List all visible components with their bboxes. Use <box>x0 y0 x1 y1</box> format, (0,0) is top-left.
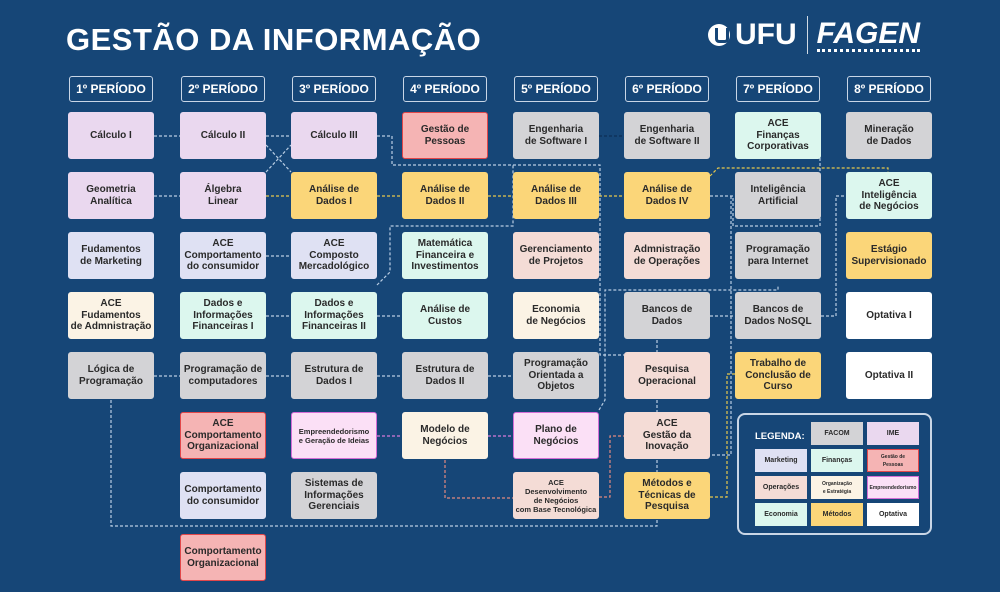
course-box: Admnistração de Operações <box>624 232 710 279</box>
course-box: Optativa I <box>846 292 932 339</box>
course-box: Estrutura de Dados I <box>291 352 377 399</box>
course-box: Programação de computadores <box>180 352 266 399</box>
course-box: Gerenciamento de Projetos <box>513 232 599 279</box>
legend-item-marketing: Marketing <box>755 449 807 472</box>
course-box: Inteligência Artificial <box>735 172 821 219</box>
course-box: ACE Comportamento Organizacional <box>180 412 266 459</box>
course-box: Plano de Negócios <box>513 412 599 459</box>
course-box: Cálculo II <box>180 112 266 159</box>
logo-divider <box>806 16 808 54</box>
course-box: Dados e Informações Financeiras II <box>291 292 377 339</box>
legend-item-organizacao: Organização e Estratégia <box>811 476 863 499</box>
link-negocios <box>444 435 624 499</box>
course-box: Análise de Dados IV <box>624 172 710 219</box>
legend-item-operacoes: Operações <box>755 476 807 499</box>
course-box: Engenharia de Software II <box>624 112 710 159</box>
period-header-4: 4º PERÍODO <box>403 76 487 102</box>
course-box: Análise de Dados I <box>291 172 377 219</box>
course-box: Optativa II <box>846 352 932 399</box>
course-box: Comportamento do consumidor <box>180 472 266 519</box>
course-box: Cálculo I <box>68 112 154 159</box>
course-box: Geometria Analítica <box>68 172 154 219</box>
course-box: Estrutura de Dados II <box>402 352 488 399</box>
period-header-8: 8º PERÍODO <box>847 76 931 102</box>
legend-item-optativa: Optativa <box>867 503 919 526</box>
link-internet <box>598 285 779 411</box>
course-box: Programação para Internet <box>735 232 821 279</box>
legend-item-empreendedorismo: Empreendedorismo <box>867 476 919 499</box>
link-analise <box>266 167 889 197</box>
course-box: Bancos de Dados NoSQL <box>735 292 821 339</box>
course-box: Lógica de Programação <box>68 352 154 399</box>
link-cross <box>265 144 292 173</box>
course-box: Sistemas de Informações Gerenciais <box>291 472 377 519</box>
period-header-5: 5º PERÍODO <box>514 76 598 102</box>
page-title: GESTÃO DA INFORMAÇÃO <box>66 22 482 57</box>
course-box: Pesquisa Operacional <box>624 352 710 399</box>
course-box: Programação Orientada a Objetos <box>513 352 599 399</box>
link-nosql <box>710 195 846 317</box>
course-box: Trabalho de Conclusão de Curso <box>735 352 821 399</box>
link-row <box>154 195 402 317</box>
course-box: ACE Composto Mercadológico <box>291 232 377 279</box>
course-box: Análise de Custos <box>402 292 488 339</box>
legend-item-metodos: Métodos <box>811 503 863 526</box>
course-box: ACE Inteligência de Negócios <box>846 172 932 219</box>
ufu-logo-text: UFU <box>735 18 797 51</box>
legend-item-facom: FACOM <box>811 422 863 445</box>
course-box: Comportamento Organizacional <box>180 534 266 581</box>
legend-item-financas: Finanças <box>811 449 863 472</box>
period-header-2: 2º PERÍODO <box>181 76 265 102</box>
ufu-logo-icon <box>708 24 730 46</box>
course-box: Economia de Negócios <box>513 292 599 339</box>
fagen-logo-text: FAGEN <box>816 16 921 52</box>
course-box: Engenharia de Software I <box>513 112 599 159</box>
ufu-fagen-logo: UFU FAGEN <box>708 14 921 56</box>
course-box: Álgebra Linear <box>180 172 266 219</box>
link-logica <box>110 329 658 527</box>
course-box: Bancos de Dados <box>624 292 710 339</box>
course-box: Estágio Supervisionado <box>846 232 932 279</box>
legend-item-gestao: Gestão de Pessoas <box>867 449 919 472</box>
course-box: Métodos e Técnicas de Pesquisa <box>624 472 710 519</box>
period-header-7: 7º PERÍODO <box>736 76 820 102</box>
course-box: Análise de Dados III <box>513 172 599 219</box>
period-header-1: 1º PERÍODO <box>69 76 153 102</box>
course-box: Fudamentos de Marketing <box>68 232 154 279</box>
course-box: ACE Comportamento do consumidor <box>180 232 266 279</box>
legend-item-ime: IME <box>867 422 919 445</box>
course-box: ACE Gestão da Inovação <box>624 412 710 459</box>
course-box: Cálculo III <box>291 112 377 159</box>
course-box: Empreendedorismo e Geração de Ideias <box>291 412 377 459</box>
course-box: ACE Fudamentos de Admnistração <box>68 292 154 339</box>
course-box: Modelo de Negócios <box>402 412 488 459</box>
course-box: Matemática Financeira e Investimentos <box>402 232 488 279</box>
course-box: Dados e Informações Financeiras I <box>180 292 266 339</box>
course-box: Mineração de Dados <box>846 112 932 159</box>
course-box: Análise de Dados II <box>402 172 488 219</box>
course-box: Gestão de Pessoas <box>402 112 488 159</box>
legend-item-economia: Economia <box>755 503 807 526</box>
period-header-3: 3º PERÍODO <box>292 76 376 102</box>
legend-title: LEGENDA: <box>755 431 805 442</box>
course-box: ACE Desenvolvimento de Negócios com Base… <box>513 472 599 519</box>
course-box: ACE Finanças Corporativas <box>735 112 821 159</box>
period-header-6: 6º PERÍODO <box>625 76 709 102</box>
link-calculo <box>154 135 624 356</box>
